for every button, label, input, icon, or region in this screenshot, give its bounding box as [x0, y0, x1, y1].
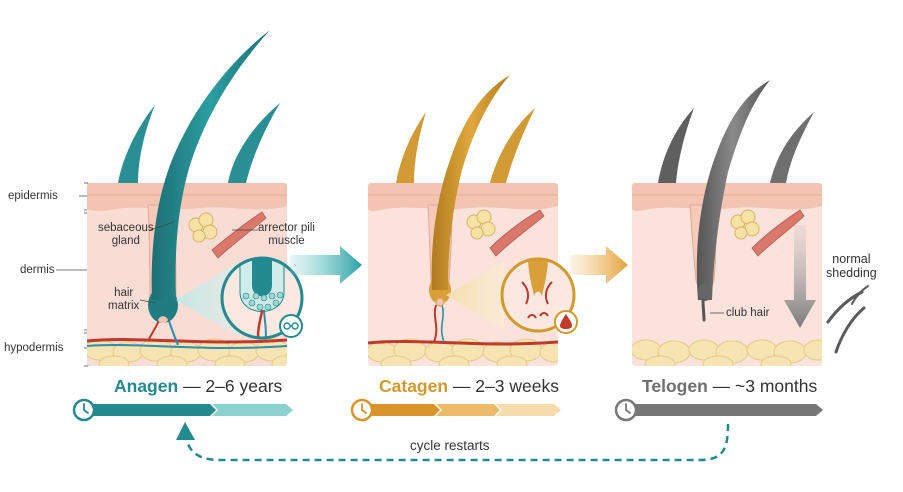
sebaceous-gland-label: sebaceous gland: [98, 222, 154, 247]
catagen-panel: [368, 75, 578, 366]
magnifier-icon: [279, 314, 303, 338]
catagen-timeline-bar: [350, 398, 561, 422]
cycle-restarts-label: cycle restarts: [410, 438, 490, 453]
hypodermis-label: hypodermis: [4, 342, 64, 354]
shed-hairs: [826, 285, 869, 354]
anagen-timeline-bar: [72, 398, 293, 422]
anagen-panel: [87, 30, 304, 366]
telogen-title: Telogen — ~3 months: [642, 376, 818, 396]
arrow-right-icon: [570, 246, 628, 284]
epidermis-label: epidermis: [8, 190, 58, 202]
clock-icon: [614, 398, 638, 422]
arrow-right-icon: [290, 246, 362, 284]
telogen-timeline-bar: [614, 398, 823, 422]
catagen-title: Catagen — 2–3 weeks: [379, 376, 559, 396]
telogen-panel: [632, 80, 869, 366]
dashed-return-arrow: [176, 422, 730, 462]
catagen-magnifier: [500, 257, 576, 333]
anagen-magnifier: [220, 256, 304, 340]
hair-matrix-label: hair matrix: [108, 287, 140, 312]
anagen-title: Anagen — 2–6 years: [114, 376, 283, 396]
clock-icon: [350, 398, 374, 422]
club-hair-label: club hair: [726, 307, 770, 319]
blood-drop-icon: [554, 310, 578, 334]
clock-icon: [72, 398, 96, 422]
normal-shedding-label: normal shedding: [826, 252, 877, 280]
dermis-label: dermis: [20, 264, 55, 276]
arrector-pili-label: arrector pili muscle: [258, 222, 315, 247]
layer-scale: [56, 182, 89, 367]
